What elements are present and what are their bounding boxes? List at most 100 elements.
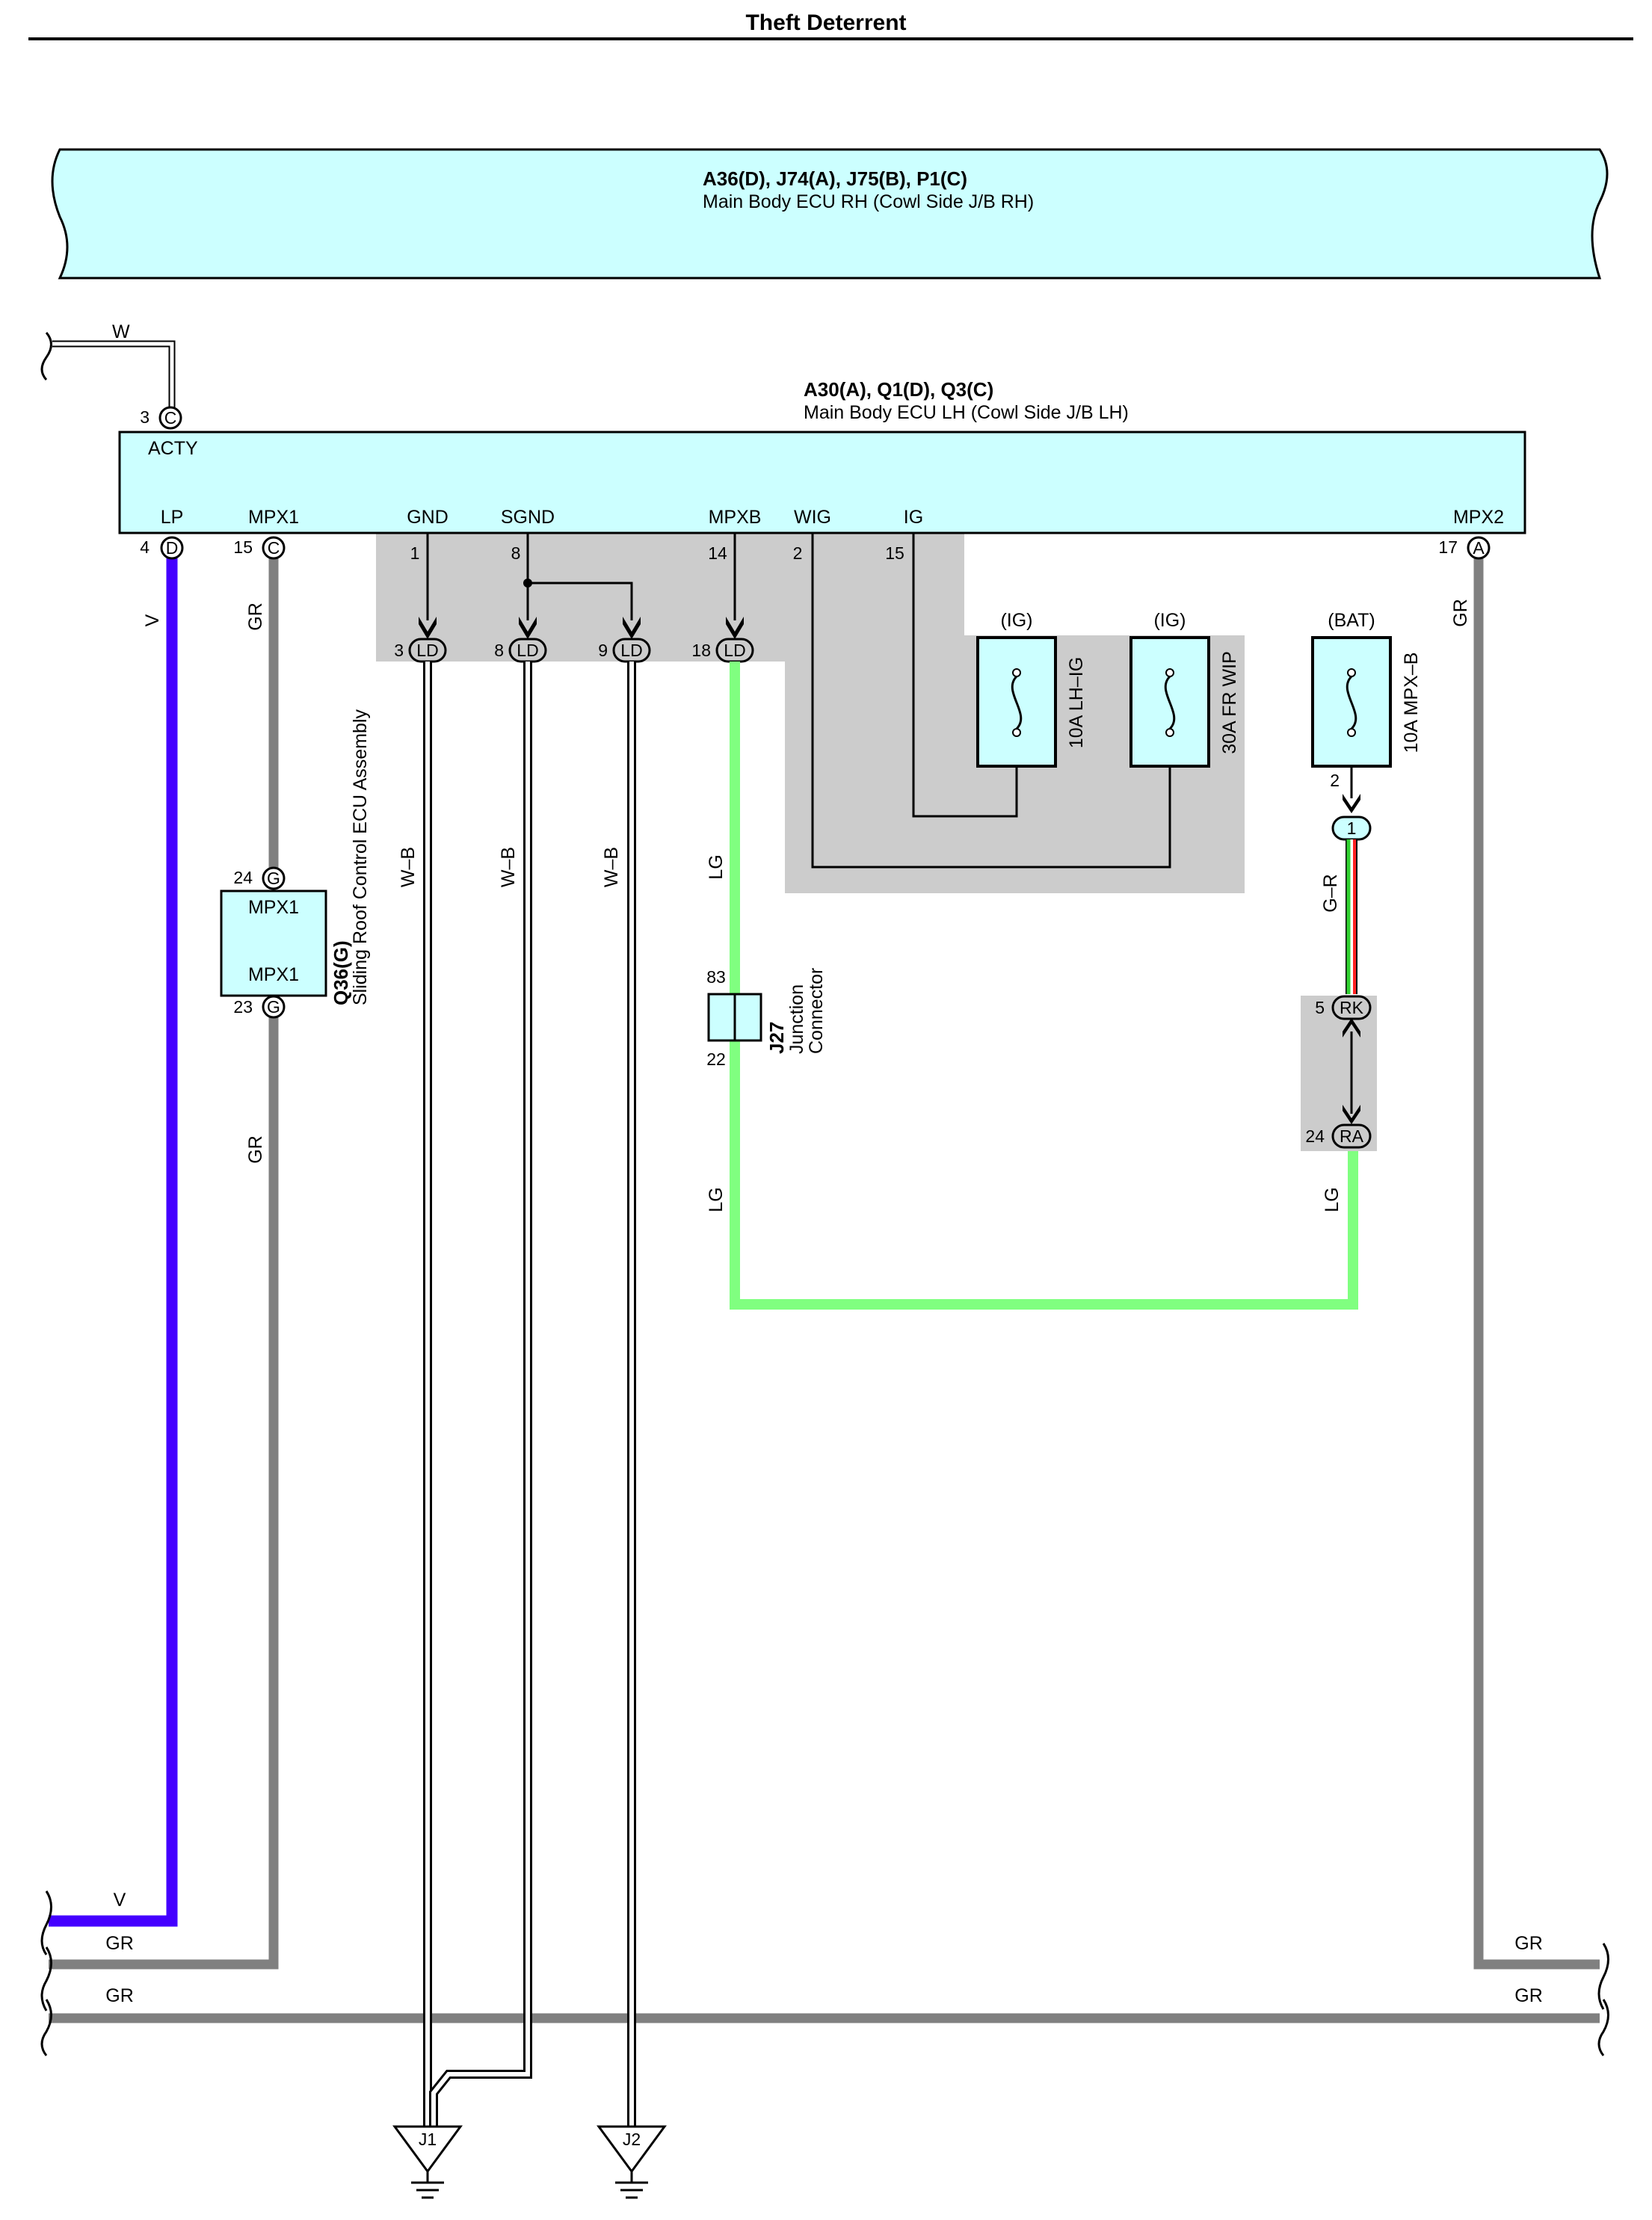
svg-text:RA: RA xyxy=(1340,1126,1364,1146)
mpxb-pin: 14 xyxy=(708,543,727,563)
ecu-rh-name: Main Body ECU RH (Cowl Side J/B RH) xyxy=(703,191,1034,212)
ground-j2-label: J2 xyxy=(623,2130,641,2149)
ig-pin: 15 xyxy=(885,543,904,563)
ld-connector-8: LD xyxy=(508,638,547,663)
splice-dot xyxy=(523,579,532,588)
sliding-roof-bottom-pin: 23 xyxy=(233,997,253,1017)
mpx2-connector: A xyxy=(1467,536,1491,560)
wire-label-gr-4: GR xyxy=(1450,599,1471,627)
wire-label-w: W xyxy=(112,321,130,342)
fuse-3-supply: (BAT) xyxy=(1328,610,1375,631)
wire-label-g-r: G–R xyxy=(1320,874,1341,912)
terminal-mpx1-label: MPX1 xyxy=(248,507,299,528)
svg-text:G: G xyxy=(267,869,280,888)
acty-connector: C xyxy=(158,406,182,430)
svg-text:LD: LD xyxy=(620,641,642,660)
wire-break-mark xyxy=(40,332,52,381)
terminal-wig-label: WIG xyxy=(794,507,831,528)
j27-bottom-pin: 22 xyxy=(706,1049,726,1069)
internal-lines xyxy=(426,533,1171,869)
ecu-rh-codes: A36(D), J74(A), J75(B), P1(C) xyxy=(703,167,967,190)
svg-text:LD: LD xyxy=(416,641,438,660)
ld-pin-18: 18 xyxy=(691,641,711,660)
wire-wb-group xyxy=(423,662,636,2127)
sliding-roof-code: Q36(G) xyxy=(330,940,352,1005)
lp-pin: 4 xyxy=(140,537,150,557)
svg-text:RK: RK xyxy=(1340,998,1364,1017)
ra-arrow xyxy=(1343,1105,1360,1124)
ecu-lh-junction-area xyxy=(376,533,1245,893)
ld-connector-18: LD xyxy=(715,638,754,663)
wig-pin: 2 xyxy=(793,543,803,563)
ecu-rh-box xyxy=(51,148,1609,280)
ra-pin: 24 xyxy=(1305,1126,1325,1146)
ground-j1-label: J1 xyxy=(419,2130,437,2149)
wire-lg xyxy=(730,662,1358,1310)
wire-label-gr-6: GR xyxy=(105,1985,134,2006)
acty-pin: 3 xyxy=(140,407,150,427)
wire-label-wb-3: W–B xyxy=(601,847,622,887)
wire-label-gr-2: GR xyxy=(245,1135,266,1164)
wire-w xyxy=(52,340,176,407)
wire-label-wb-2: W–B xyxy=(498,847,519,887)
fuse-out-arrow xyxy=(1343,794,1360,813)
svg-text:LD: LD xyxy=(517,641,538,660)
terminal-acty-label: ACTY xyxy=(148,438,198,459)
ra-connector: RA xyxy=(1331,1123,1372,1149)
page-title: Theft Deterrent xyxy=(745,10,906,35)
wire-label-gr-1: GR xyxy=(245,602,266,631)
ld-pin-9: 9 xyxy=(598,641,608,660)
svg-text:1: 1 xyxy=(1347,818,1357,838)
fuse-1-supply: (IG) xyxy=(1000,610,1032,631)
j27-code: J27 xyxy=(765,1022,788,1054)
terminal-mpxb-label: MPXB xyxy=(709,507,762,528)
wire-label-v-vertical: V xyxy=(142,614,163,626)
svg-text:D: D xyxy=(166,538,179,558)
sliding-roof-top-connector: G xyxy=(262,866,286,890)
sliding-roof-name: Sliding Roof Control ECU Assembly xyxy=(350,709,371,1005)
wire-label-gr-7: GR xyxy=(1514,1985,1543,2006)
fuse-3-name: 10A MPX–B xyxy=(1401,653,1422,753)
sliding-roof-top-pin: 24 xyxy=(233,868,253,887)
j27-top-pin: 83 xyxy=(706,967,726,987)
sliding-roof-bottom-connector: G xyxy=(262,995,286,1019)
terminal-ig-label: IG xyxy=(904,507,923,528)
terminal-mpx2-label: MPX2 xyxy=(1453,507,1504,528)
mpx2-pin: 17 xyxy=(1438,537,1458,557)
terminal-lp-label: LP xyxy=(161,507,184,528)
fuse-2-name: 30A FR WIP xyxy=(1219,651,1240,754)
ld-pin-8: 8 xyxy=(494,641,504,660)
ld-pin-3: 3 xyxy=(394,641,404,660)
j27-name-1: Junction xyxy=(786,984,807,1054)
rk-arrow xyxy=(1343,1018,1360,1037)
terminal-sgnd-label: SGND xyxy=(501,507,555,528)
svg-text:C: C xyxy=(164,408,177,428)
wire-lp-violet xyxy=(49,548,178,1927)
fuse-2-supply: (IG) xyxy=(1153,610,1186,631)
sliding-roof-bottom-label: MPX1 xyxy=(248,964,299,985)
fuse-10a-lh-ig-icon xyxy=(976,636,1057,768)
lp-connector: D xyxy=(160,536,184,560)
gnd-pin: 1 xyxy=(410,543,420,563)
fuse-10a-mpx-b-icon xyxy=(1311,636,1392,768)
wire-label-gr-3: GR xyxy=(105,1933,134,1954)
wire-label-lg-1: LG xyxy=(706,854,727,879)
fuse-1-name: 10A LH–IG xyxy=(1066,657,1087,748)
ecu-lh-name: Main Body ECU LH (Cowl Side J/B LH) xyxy=(804,402,1129,423)
fuse-out-pin: 2 xyxy=(1330,771,1340,790)
svg-text:A: A xyxy=(1473,538,1485,558)
sliding-roof-ecu-box xyxy=(220,889,327,997)
wire-break-marks xyxy=(40,1890,1609,2056)
j27-name-2: Connector xyxy=(806,968,827,1054)
wire-mpx2 xyxy=(1473,548,1600,1970)
sgnd-pin: 8 xyxy=(511,543,521,563)
wire-label-lg-3: LG xyxy=(1322,1187,1343,1212)
ld-connector-3: LD xyxy=(408,638,447,663)
wire-label-v: V xyxy=(114,1890,126,1911)
svg-text:G: G xyxy=(267,997,280,1017)
connector-arrows xyxy=(419,617,744,639)
mpx1-pin: 15 xyxy=(233,537,253,557)
wire-mpx1-lower xyxy=(49,1007,279,1970)
sliding-roof-top-label: MPX1 xyxy=(248,897,299,918)
